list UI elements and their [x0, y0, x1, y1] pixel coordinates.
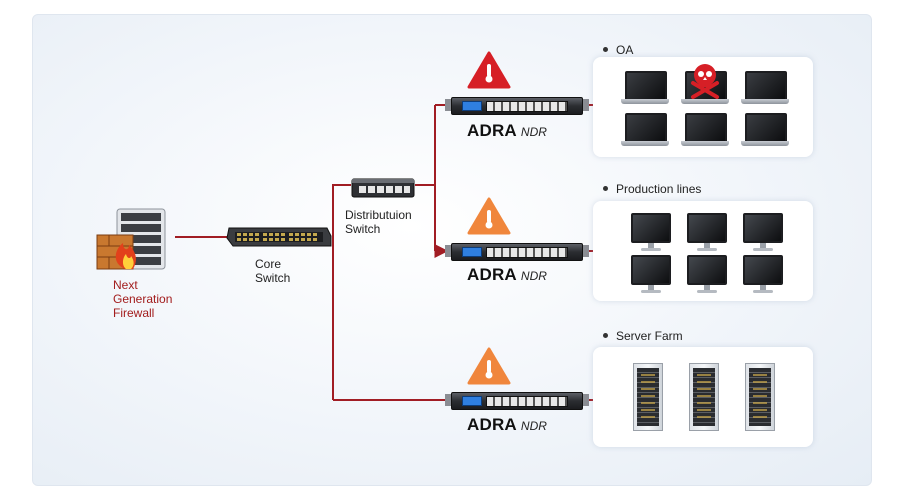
server-farm-device-panel	[593, 347, 813, 447]
bullet-dot	[603, 333, 608, 339]
distribution-switch-label-line1: Distributuion	[345, 208, 412, 222]
ndr-appliance	[445, 392, 589, 410]
firewall-icon	[95, 207, 175, 273]
server-rack-icon	[633, 363, 663, 431]
monitor-icon	[687, 213, 727, 253]
segment-title: Server Farm	[603, 329, 683, 343]
firewall-label: Next Generation Firewall	[113, 278, 172, 320]
ndr-brand-name: ADRA	[467, 265, 517, 284]
laptop-icon	[741, 71, 789, 105]
monitor-icon	[631, 213, 671, 253]
core-switch-label: Core Switch	[255, 257, 290, 285]
ndr-brand-sub: NDR	[520, 125, 547, 139]
monitor-icon	[743, 213, 783, 253]
firewall-label-line3: Firewall	[113, 306, 155, 320]
core-switch-icon	[225, 224, 333, 250]
segment-title-text: Production lines	[616, 182, 702, 196]
bullet-dot	[603, 47, 608, 53]
skull-crossbones-icon	[687, 61, 723, 104]
link-core-distribution	[332, 184, 351, 237]
thermometer-warning-icon	[467, 197, 511, 240]
distribution-switch-label-line2: Switch	[345, 222, 381, 236]
distribution-switch-icon	[351, 177, 415, 199]
server-rack-icon	[689, 363, 719, 431]
ndr-brand-sub: NDR	[520, 269, 547, 283]
laptop-icon	[621, 71, 669, 105]
laptop-icon	[621, 113, 669, 147]
laptop-icon	[741, 113, 789, 147]
oa-device-panel	[593, 57, 813, 157]
segment-title: OA	[603, 43, 633, 57]
segment-title-text: Server Farm	[616, 329, 683, 343]
thermometer-warning-icon	[467, 347, 511, 390]
segment-title: Production lines	[603, 182, 701, 196]
bullet-dot	[603, 186, 608, 192]
laptop-icon	[681, 113, 729, 147]
thermometer-warning-icon	[467, 51, 511, 94]
ndr-appliance	[445, 97, 589, 115]
segment-title-text: OA	[616, 43, 634, 57]
ndr-brand-name: ADRA	[467, 415, 517, 434]
ndr-brand-name: ADRA	[467, 121, 517, 140]
core-switch-label-line2: Switch	[255, 271, 291, 285]
firewall-label-line1: Next	[113, 278, 138, 292]
diagram-canvas: Next Generation Firewall Core Switch	[32, 14, 872, 486]
monitor-icon	[687, 255, 727, 295]
server-rack-icon	[745, 363, 775, 431]
monitor-icon	[631, 255, 671, 295]
firewall-label-line2: Generation	[113, 292, 173, 306]
ndr-appliance	[445, 243, 589, 261]
core-switch-label-line1: Core	[255, 257, 282, 271]
distribution-switch-label: Distributuion Switch	[345, 208, 412, 236]
ndr-brand-sub: NDR	[520, 419, 547, 433]
monitor-icon	[743, 255, 783, 295]
production-device-panel	[593, 201, 813, 301]
